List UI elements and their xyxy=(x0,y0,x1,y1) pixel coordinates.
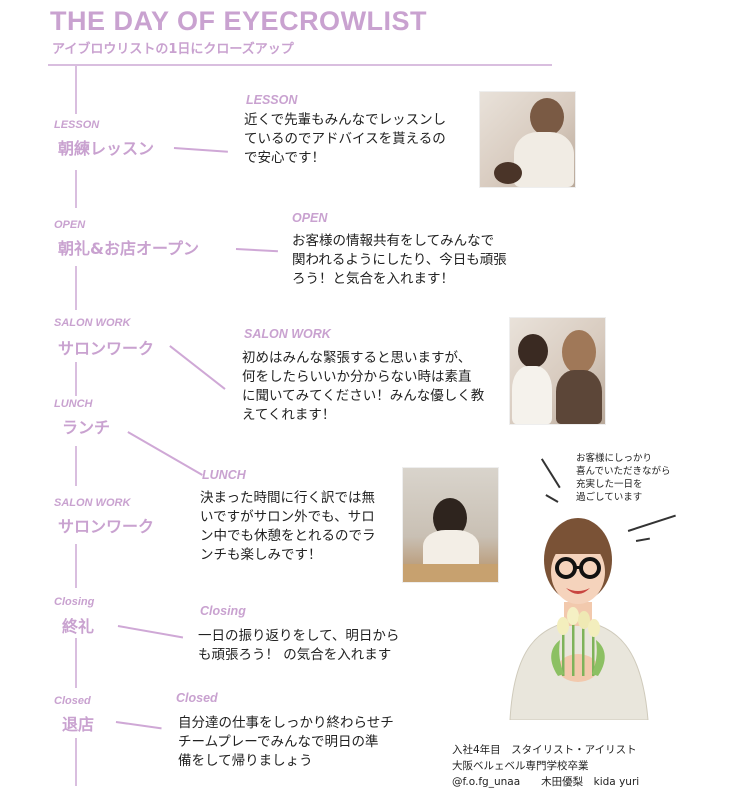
portrait-illustration xyxy=(509,518,649,721)
timeline-tag-lesson: LESSON xyxy=(54,119,100,131)
page-subtitle: アイブロウリストの1日にクローズアップ xyxy=(52,42,294,57)
connector-line xyxy=(173,147,228,153)
timeline-tag-salon-work: SALON WORK xyxy=(54,317,131,329)
detail-tag-closing: Closing xyxy=(200,604,246,618)
page-title: THE DAY OF EYECROWLIST xyxy=(50,6,428,36)
connector-line xyxy=(169,345,226,390)
timeline-line xyxy=(75,638,77,688)
photo-lesson xyxy=(479,91,576,188)
detail-text-salon-work: 初めはみんな緊張すると思いますが、 何をしたらいいか分からない時は素直 に聞いて… xyxy=(242,350,485,423)
timeline-label-opening: 朝礼&お店オープン xyxy=(58,239,199,258)
connector-line xyxy=(115,721,162,729)
speech-bubble-text: お客様にしっかり 喜んでいただきながら 充実した一日を 過ごしています xyxy=(576,453,671,503)
timeline-label-lunch: ランチ xyxy=(62,418,111,437)
profile-line-name: @f.o.fg_unaa 木田優梨 kida yuri xyxy=(452,776,640,788)
connector-line xyxy=(235,248,278,252)
timeline-line xyxy=(75,66,77,114)
connector-line xyxy=(127,431,203,476)
detail-tag-lesson: LESSON xyxy=(246,93,298,107)
detail-text-lesson: 近くで先輩もみんなでレッスンし ているのでアドバイスを貰えるの で安心です！ xyxy=(244,112,447,166)
detail-text-closed: 自分達の仕事をしっかり終わらせチ チームプレーでみんなで明日の準 備をして帰りま… xyxy=(178,715,394,769)
timeline-tag-salon-work-2: SALON WORK xyxy=(54,497,131,509)
staff-portrait xyxy=(498,508,658,721)
profile-line-school: 大阪ベルェベル専門学校卒業 xyxy=(452,760,589,772)
speech-ray xyxy=(545,494,559,503)
detail-tag-open: OPEN xyxy=(292,211,328,225)
photo-salon-work xyxy=(509,317,606,425)
timeline-line xyxy=(75,170,77,208)
detail-text-lunch: 決まった時間に行く訳では無 いですがサロン外でも、サロ ン中でも休憩をとれるので… xyxy=(200,490,376,563)
timeline-line xyxy=(75,446,77,486)
timeline-line xyxy=(75,738,77,786)
speech-ray xyxy=(541,458,561,488)
timeline-tag-closing: Closing xyxy=(54,596,95,608)
detail-tag-salon-work: SALON WORK xyxy=(244,327,331,341)
timeline-label-closed: 退店 xyxy=(62,715,95,734)
header-divider xyxy=(48,64,552,66)
detail-text-closing: 一日の振り返りをして、明日から も頑張ろう！ の気合を入れます xyxy=(198,628,400,663)
timeline-tag-closed: Closed xyxy=(54,695,91,707)
connector-line xyxy=(117,625,184,638)
timeline-line xyxy=(75,266,77,310)
timeline-line xyxy=(75,544,77,588)
timeline-tag-open: OPEN xyxy=(54,219,86,231)
detail-text-open: お客様の情報共有をしてみんなで 関われるようにしたり、今日も頑張 ろう！と気合を… xyxy=(292,233,507,287)
profile-line-position: 入社4年目 スタイリスト・アイリスト xyxy=(452,744,637,756)
photo-lunch xyxy=(402,467,499,583)
timeline-label-morning-lesson: 朝練レッスン xyxy=(58,139,155,158)
timeline-label-closing: 終礼 xyxy=(62,617,95,636)
timeline-line xyxy=(75,362,77,396)
detail-tag-lunch: LUNCH xyxy=(202,468,246,482)
timeline-tag-lunch: LUNCH xyxy=(54,398,93,410)
detail-tag-closed: Closed xyxy=(176,691,218,705)
timeline-label-salon-work-2: サロンワーク xyxy=(58,517,155,536)
timeline-label-salon-work: サロンワーク xyxy=(58,339,155,358)
